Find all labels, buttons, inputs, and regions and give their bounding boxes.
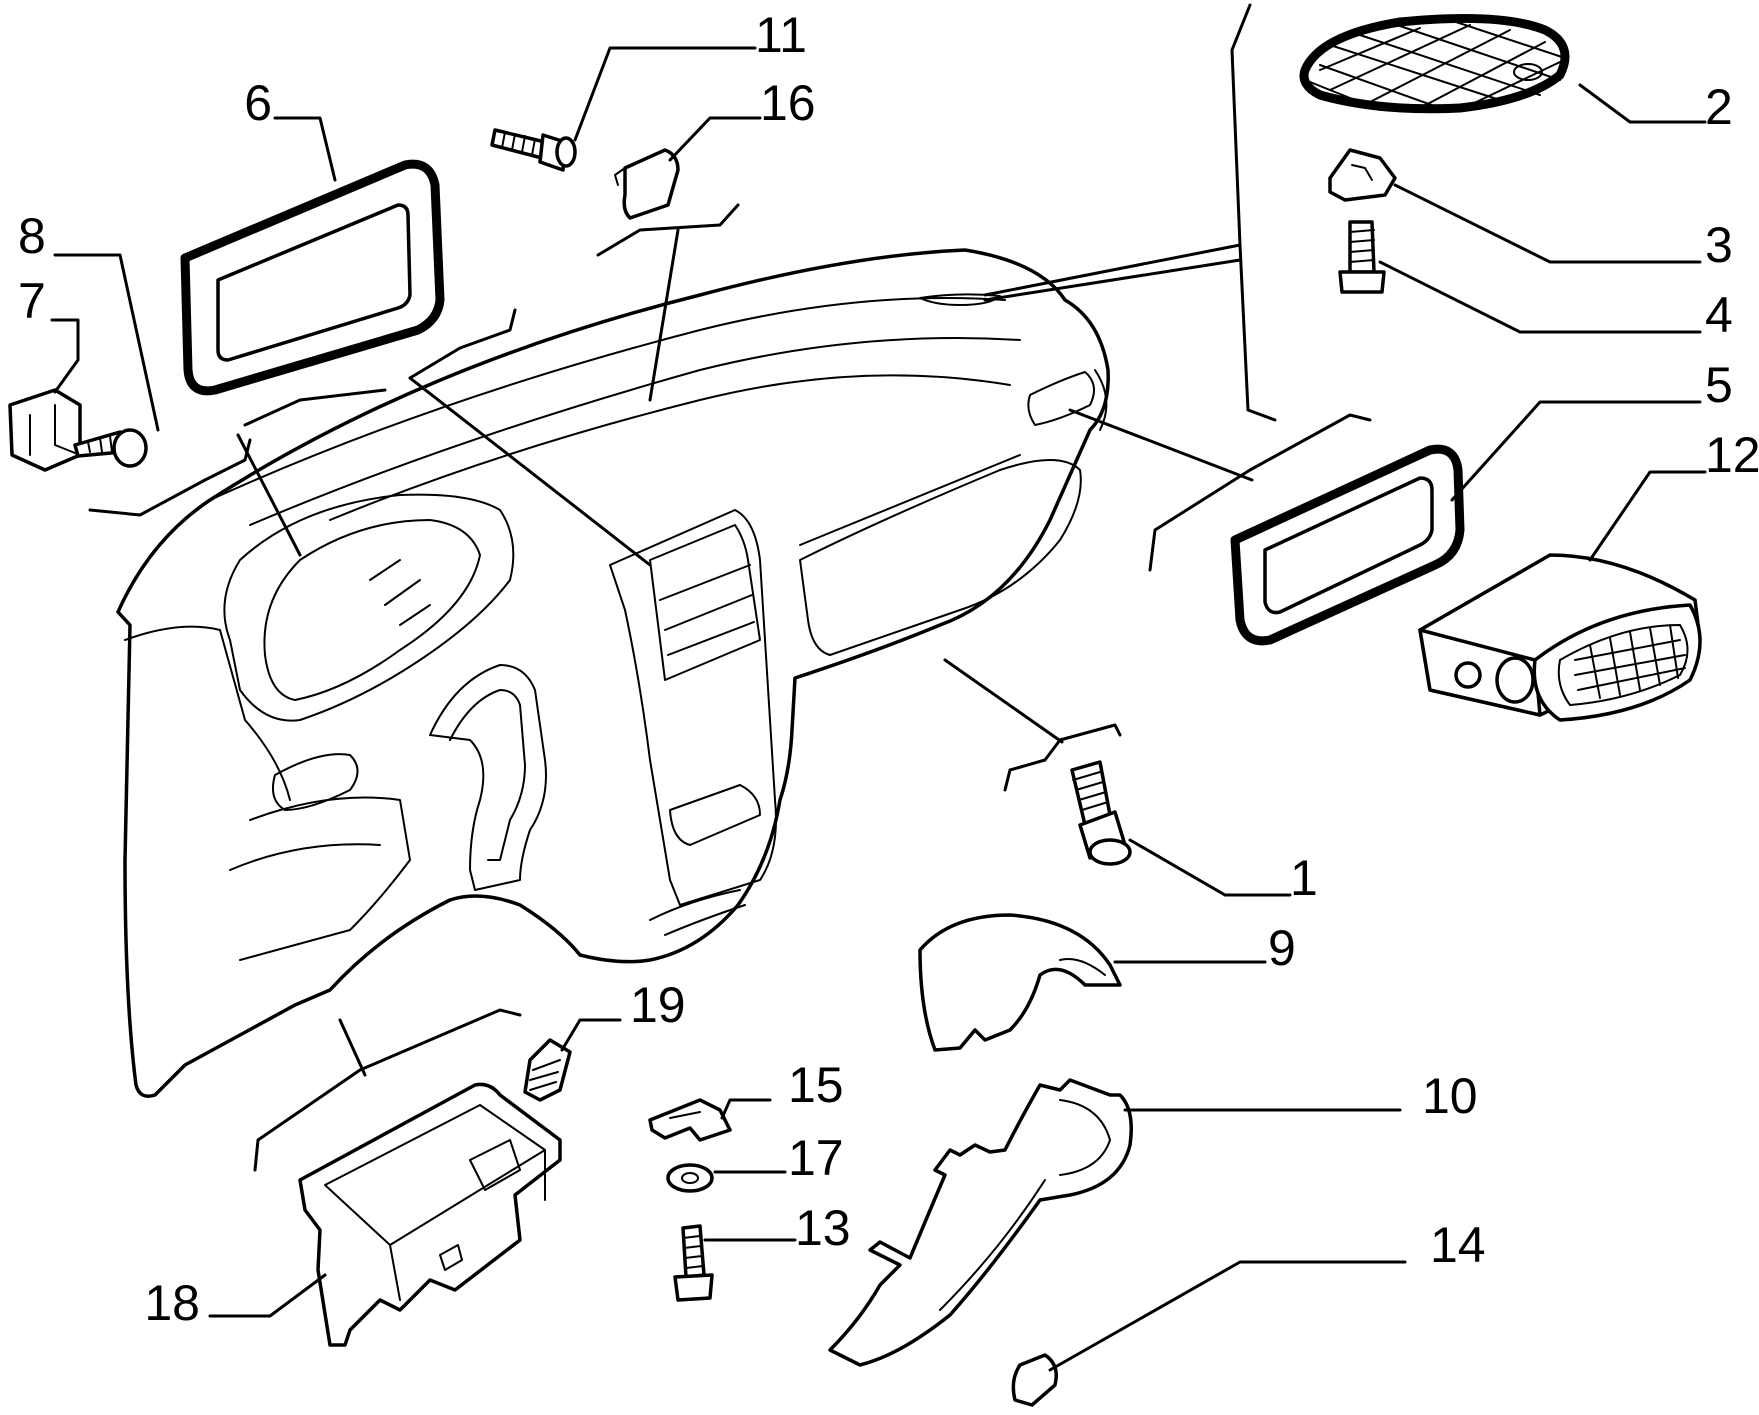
callout-8: 8: [18, 208, 46, 264]
callout-12: 12: [1705, 427, 1759, 483]
screw-part: [1338, 220, 1386, 294]
callout-labels: 1 2 3 4 5 6 7 8 9 10 11 12 13 14 15 16 1…: [18, 7, 1759, 1331]
callout-9: 9: [1268, 920, 1296, 976]
callout-18: 18: [144, 1275, 200, 1331]
callout-7: 7: [18, 273, 46, 329]
callout-leaders: [50, 46, 1707, 1372]
screw-19-part: [523, 1038, 572, 1102]
ashtray-housing-part: [298, 1082, 562, 1347]
screw-13-part: [673, 1224, 714, 1302]
air-vent-unit-part: [1418, 553, 1702, 722]
clip-15-part: [648, 1098, 732, 1142]
speaker-grille-part: [1299, 13, 1570, 114]
callout-17: 17: [788, 1130, 844, 1186]
callout-6: 6: [244, 75, 272, 131]
callout-13: 13: [795, 1200, 851, 1256]
callout-14: 14: [1430, 1217, 1486, 1273]
clip-bracket-part: [8, 388, 82, 472]
callout-15: 15: [788, 1057, 844, 1113]
column-cover-upper-part: [918, 913, 1122, 1052]
column-cover-lower-part: [828, 1078, 1133, 1367]
clip-14-part: [1011, 1353, 1058, 1407]
callout-4: 4: [1705, 287, 1733, 343]
assembly-leader-lines: [88, 3, 1372, 1172]
callout-3: 3: [1705, 217, 1733, 273]
callout-1: 1: [1290, 850, 1318, 906]
callout-11: 11: [755, 7, 807, 63]
callout-10: 10: [1422, 1068, 1478, 1124]
callout-5: 5: [1705, 357, 1733, 413]
vent-frame-right-part: [1230, 444, 1465, 646]
dashboard-panel: [116, 248, 1110, 1098]
vent-frame-left-part: [180, 159, 445, 396]
callout-16: 16: [760, 75, 816, 131]
bolt-1-part: [1070, 760, 1132, 866]
callout-2: 2: [1705, 79, 1733, 135]
clip-part: [1328, 148, 1397, 202]
clip-16-part: [614, 148, 680, 220]
callout-19: 19: [630, 977, 686, 1033]
screw-8-part: [73, 428, 148, 468]
screw-11-part: [490, 128, 577, 172]
washer-part: [666, 1163, 714, 1193]
